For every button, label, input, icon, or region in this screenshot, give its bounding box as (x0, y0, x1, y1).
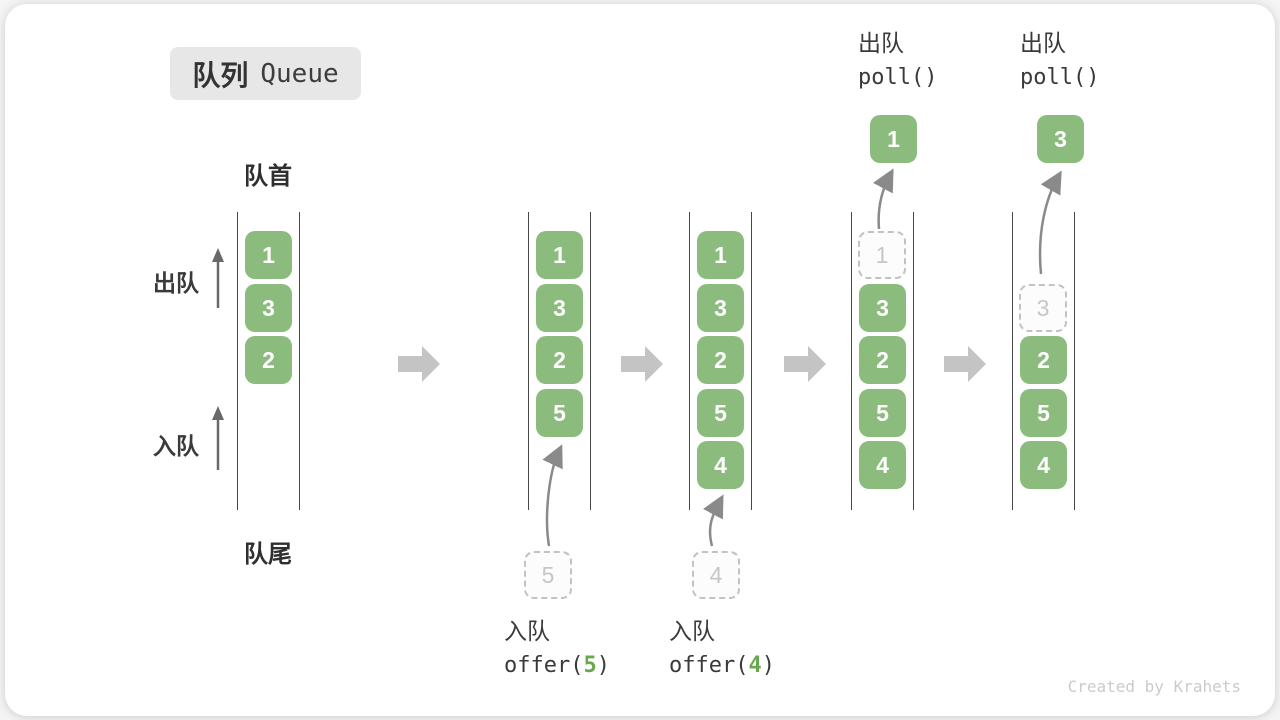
dequeue-op-label: 出队 poll() (1020, 26, 1099, 96)
queue-item: 5 (859, 389, 906, 437)
diagram-canvas: 队列 Queue 队首 队尾 出队 入队 1 3 2 1 3 2 5 5 1 3… (5, 4, 1275, 716)
queue-item: 2 (536, 336, 583, 384)
queue-item: 3 (536, 284, 583, 332)
polled-item: 3 (1037, 115, 1084, 163)
queue-item: 3 (859, 284, 906, 332)
dequeue-up-arrow-icon (212, 248, 224, 308)
op-code-arg: 5 (583, 653, 597, 678)
op-zh: 入队 (504, 618, 550, 644)
queue-item: 1 (536, 231, 583, 279)
enqueue-op-label: 入队 offer(5) (504, 614, 610, 684)
queue-channel-5 (1012, 212, 1075, 510)
op-zh: 出队 (858, 30, 904, 56)
queue-item: 5 (697, 389, 744, 437)
op-code: poll() (858, 65, 938, 90)
queue-item: 4 (1020, 441, 1067, 489)
next-state-arrow-icon (784, 346, 826, 382)
queue-item: 2 (859, 336, 906, 384)
op-code: offer(4) (669, 653, 775, 678)
removed-item-ghost: 1 (858, 231, 906, 279)
queue-item: 5 (1020, 389, 1067, 437)
queue-item: 3 (697, 284, 744, 332)
queue-rear-label: 队尾 (244, 541, 292, 568)
dequeue-op-label: 出队 poll() (858, 26, 937, 96)
queue-item: 4 (697, 441, 744, 489)
dequeue-side-label: 出队 (153, 270, 199, 296)
op-zh: 出队 (1020, 30, 1066, 56)
op-zh: 入队 (669, 618, 715, 644)
queue-channel-2 (528, 212, 591, 510)
next-state-arrow-icon (398, 346, 440, 382)
queue-item: 2 (1020, 336, 1067, 384)
queue-item: 1 (697, 231, 744, 279)
queue-item: 4 (859, 441, 906, 489)
queue-item: 5 (536, 389, 583, 437)
incoming-item-ghost: 4 (692, 551, 740, 599)
removed-item-ghost: 3 (1019, 284, 1067, 332)
queue-channel-1 (237, 212, 300, 510)
op-code-arg: 4 (748, 653, 762, 678)
enqueue-op-label: 入队 offer(4) (669, 614, 775, 684)
queue-front-label: 队首 (244, 163, 292, 190)
queue-item: 2 (697, 336, 744, 384)
next-state-arrow-icon (944, 346, 986, 382)
next-state-arrow-icon (621, 346, 663, 382)
queue-item: 3 (245, 284, 292, 332)
enqueue-side-label: 入队 (153, 433, 199, 459)
queue-channel-3 (689, 212, 752, 510)
queue-item: 2 (245, 336, 292, 384)
op-code: offer(5) (504, 653, 610, 678)
queue-item: 1 (245, 231, 292, 279)
title-en: Queue (260, 58, 339, 89)
queue-channel-4 (851, 212, 914, 510)
watermark: Created by Krahets (1067, 677, 1241, 696)
polled-item: 1 (870, 115, 917, 163)
title-box: 队列 Queue (170, 47, 361, 100)
enqueue-up-arrow-icon (212, 406, 224, 470)
op-code: poll() (1020, 65, 1100, 90)
title-zh: 队列 (192, 59, 249, 91)
incoming-item-ghost: 5 (524, 551, 572, 599)
